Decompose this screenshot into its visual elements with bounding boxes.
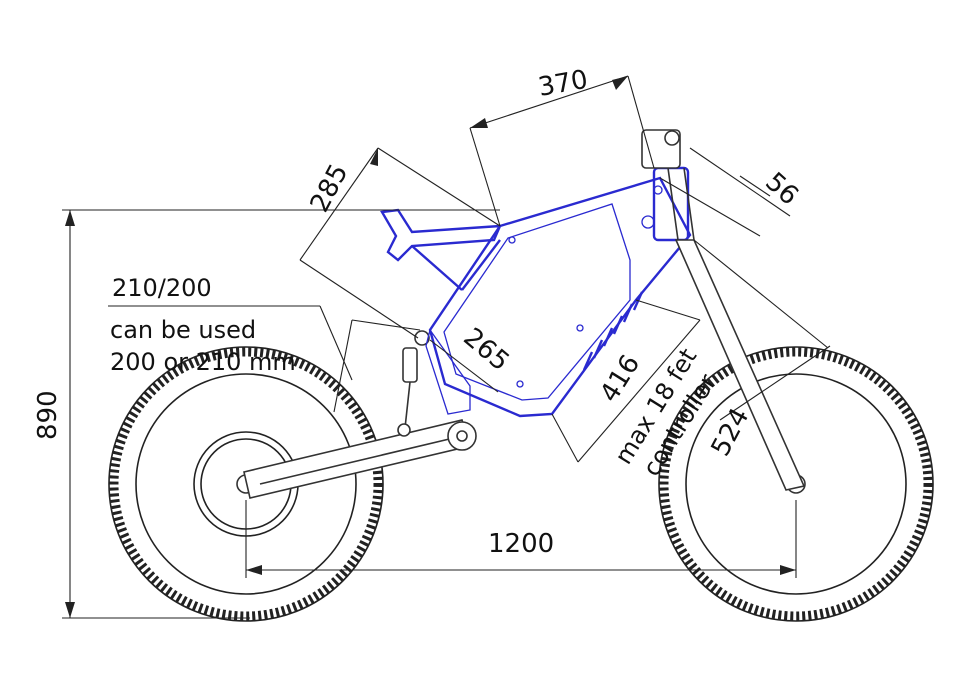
main-frame <box>380 129 692 418</box>
rear-note-line1: can be used <box>110 316 256 344</box>
rear-shock <box>397 330 430 437</box>
dim-285: 285 <box>305 159 355 217</box>
dim-56: 56 <box>759 167 804 211</box>
dim-1200: 1200 <box>488 529 554 559</box>
dim-265: 265 <box>458 322 515 377</box>
dim-890: 890 <box>33 390 63 440</box>
dimension-lines <box>62 75 831 619</box>
dim-370: 370 <box>536 65 590 103</box>
rear-wheel-spec: 210/200 <box>112 274 212 302</box>
rear-note-line2: 200 or 210 mm <box>110 348 296 376</box>
swingarm <box>243 419 477 499</box>
dim-416: 416 <box>594 350 646 408</box>
front-fork <box>667 167 806 491</box>
